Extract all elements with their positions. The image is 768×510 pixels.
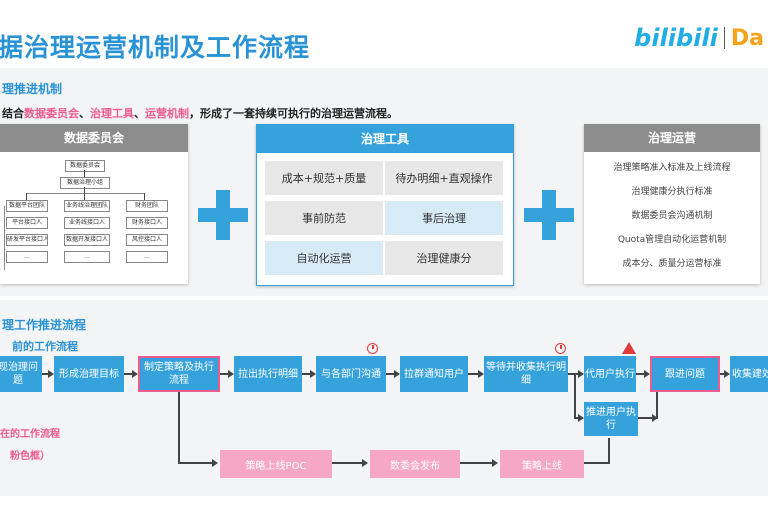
flow-step: 收集建效	[730, 356, 768, 392]
pink-branch-line	[178, 392, 180, 464]
org-cell: 财务团队	[126, 200, 168, 212]
flow-step: 现治理问题	[0, 356, 42, 392]
plus-icon	[524, 190, 574, 240]
flow-step: 拉出执行明细	[234, 356, 302, 392]
mechanism-intro: 结合数据委员会、治理工具、运营机制，形成了一套持续可执行的治理运营流程。	[2, 107, 398, 120]
flow-arrow	[302, 370, 316, 378]
org-cell: …	[6, 251, 48, 263]
pink-box-note: 粉色框）	[10, 451, 50, 462]
org-cell: 业务线接口人	[64, 217, 110, 229]
tool-cell: 事前防范	[265, 201, 383, 235]
flow-step-selected: 跟进问题	[650, 356, 720, 392]
tools-card: 治理工具 成本+规范+质量 待办明细+直观操作 事前防范 事后治理 自动化运营 …	[256, 124, 514, 286]
ops-card: 治理运营 治理策略准入标准及上线流程 治理健康分执行标准 数据委员会沟通机制 Q…	[584, 124, 760, 284]
branch-line	[656, 392, 658, 419]
logo-divider	[723, 27, 725, 49]
ops-card-header: 治理运营	[584, 124, 760, 152]
brand-logo: bilibili Da	[634, 22, 764, 54]
flow-arrow	[178, 459, 218, 467]
flow-step: 等待并收集执行明细	[484, 356, 568, 392]
ops-item: 成本分、质量分运营标准	[622, 259, 722, 269]
pink-step: 数委会发布	[370, 450, 460, 478]
flow-step: 代用户执行	[584, 356, 636, 392]
flow-arrow	[124, 370, 138, 378]
org-cell: 风控接口人	[126, 234, 168, 246]
ops-list: 治理策略准入标准及上线流程 治理健康分执行标准 数据委员会沟通机制 Quota管…	[584, 152, 760, 276]
flow-arrow	[42, 370, 54, 378]
sub-logo: Da	[730, 25, 764, 51]
flow-step-branch: 推进用户执行	[584, 402, 638, 436]
org-mid: 数据治理小组	[60, 177, 110, 189]
plus-icon	[198, 190, 248, 240]
tool-cell: 治理健康分	[385, 241, 503, 275]
bilibili-logo: bilibili	[634, 24, 718, 52]
flow-arrow	[468, 370, 484, 378]
flow-arrow	[720, 370, 730, 378]
section-heading-workflow: 理工作推进流程	[2, 318, 87, 332]
tool-cell: 自动化运营	[265, 241, 383, 275]
org-cell: …	[64, 251, 110, 263]
flow-arrow	[460, 459, 498, 467]
flow-arrow	[638, 414, 658, 422]
flow-step: 形成治理目标	[54, 356, 124, 392]
section-heading-mechanism: 理推进机制	[2, 82, 63, 96]
org-chart: 数据委员会 数据治理小组 数据平台团队 业务线治理团队 财务团队 平台接口人 业…	[0, 152, 188, 284]
org-root: 数据委员会	[65, 160, 105, 172]
tool-cell: 事后治理	[385, 201, 503, 235]
clock-icon	[367, 343, 378, 354]
org-cell: …	[126, 251, 168, 263]
branch-line	[574, 373, 576, 419]
org-cell: 数据平台团队	[6, 200, 48, 212]
ops-item: Quota管理自动化运营机制	[617, 235, 727, 245]
committee-card: 数据委员会 数据委员会 数据治理小组 数据平台团队 业务线治理团队 财务团队 平…	[0, 124, 188, 284]
flow-arrow	[636, 370, 650, 378]
page-title: 据治理运营机制及工作流程	[0, 33, 311, 62]
flow-arrow	[574, 414, 584, 422]
flow-step: 与各部门沟通	[316, 356, 386, 392]
pink-step: 策略上线POC	[220, 450, 332, 478]
tools-card-header: 治理工具	[257, 125, 513, 153]
flow-step: 拉群通知用户	[400, 356, 468, 392]
flow-arrow	[332, 459, 368, 467]
pink-connector	[584, 462, 610, 464]
committee-card-header: 数据委员会	[0, 124, 188, 152]
ops-item: 数据委员会沟通机制	[631, 211, 713, 221]
pink-step: 策略上线	[500, 450, 584, 478]
flow-arrow	[386, 370, 400, 378]
tool-cell: 待办明细+直观操作	[385, 161, 503, 195]
org-cell: 财务接口人	[126, 217, 168, 229]
org-cell: 数据开发接口人	[64, 234, 110, 246]
org-cell: 业务线治理团队	[64, 200, 110, 212]
clock-icon	[555, 343, 566, 354]
flow-step-selected: 制定策略及执行流程	[138, 356, 220, 392]
pink-connector	[608, 438, 610, 464]
new-flow-label: 在的工作流程	[0, 429, 60, 440]
tool-cell: 成本+规范+质量	[265, 161, 383, 195]
org-cell: 研发平台接口人	[6, 234, 48, 246]
current-flow-label: 前的工作流程	[12, 340, 78, 353]
org-cell: 平台接口人	[6, 217, 48, 229]
flow-arrow	[220, 370, 234, 378]
ops-item: 治理策略准入标准及上线流程	[613, 163, 731, 173]
ops-item: 治理健康分执行标准	[631, 187, 713, 197]
warning-icon	[622, 342, 636, 354]
